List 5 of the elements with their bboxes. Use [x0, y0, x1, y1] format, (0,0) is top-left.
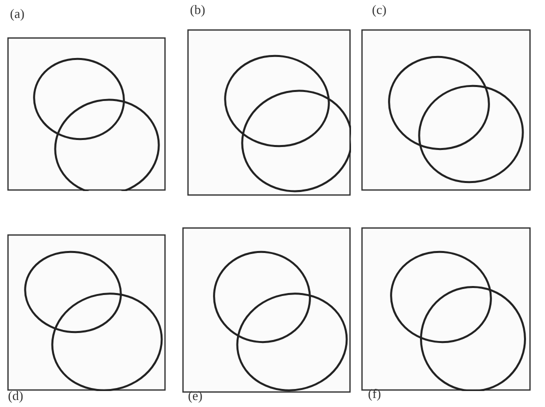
panel-label: (e) [188, 388, 202, 404]
panel-label: (c) [372, 2, 386, 18]
panel-label: (b) [190, 2, 206, 18]
panel-label: (d) [8, 388, 24, 404]
panel-label: (a) [10, 6, 24, 22]
